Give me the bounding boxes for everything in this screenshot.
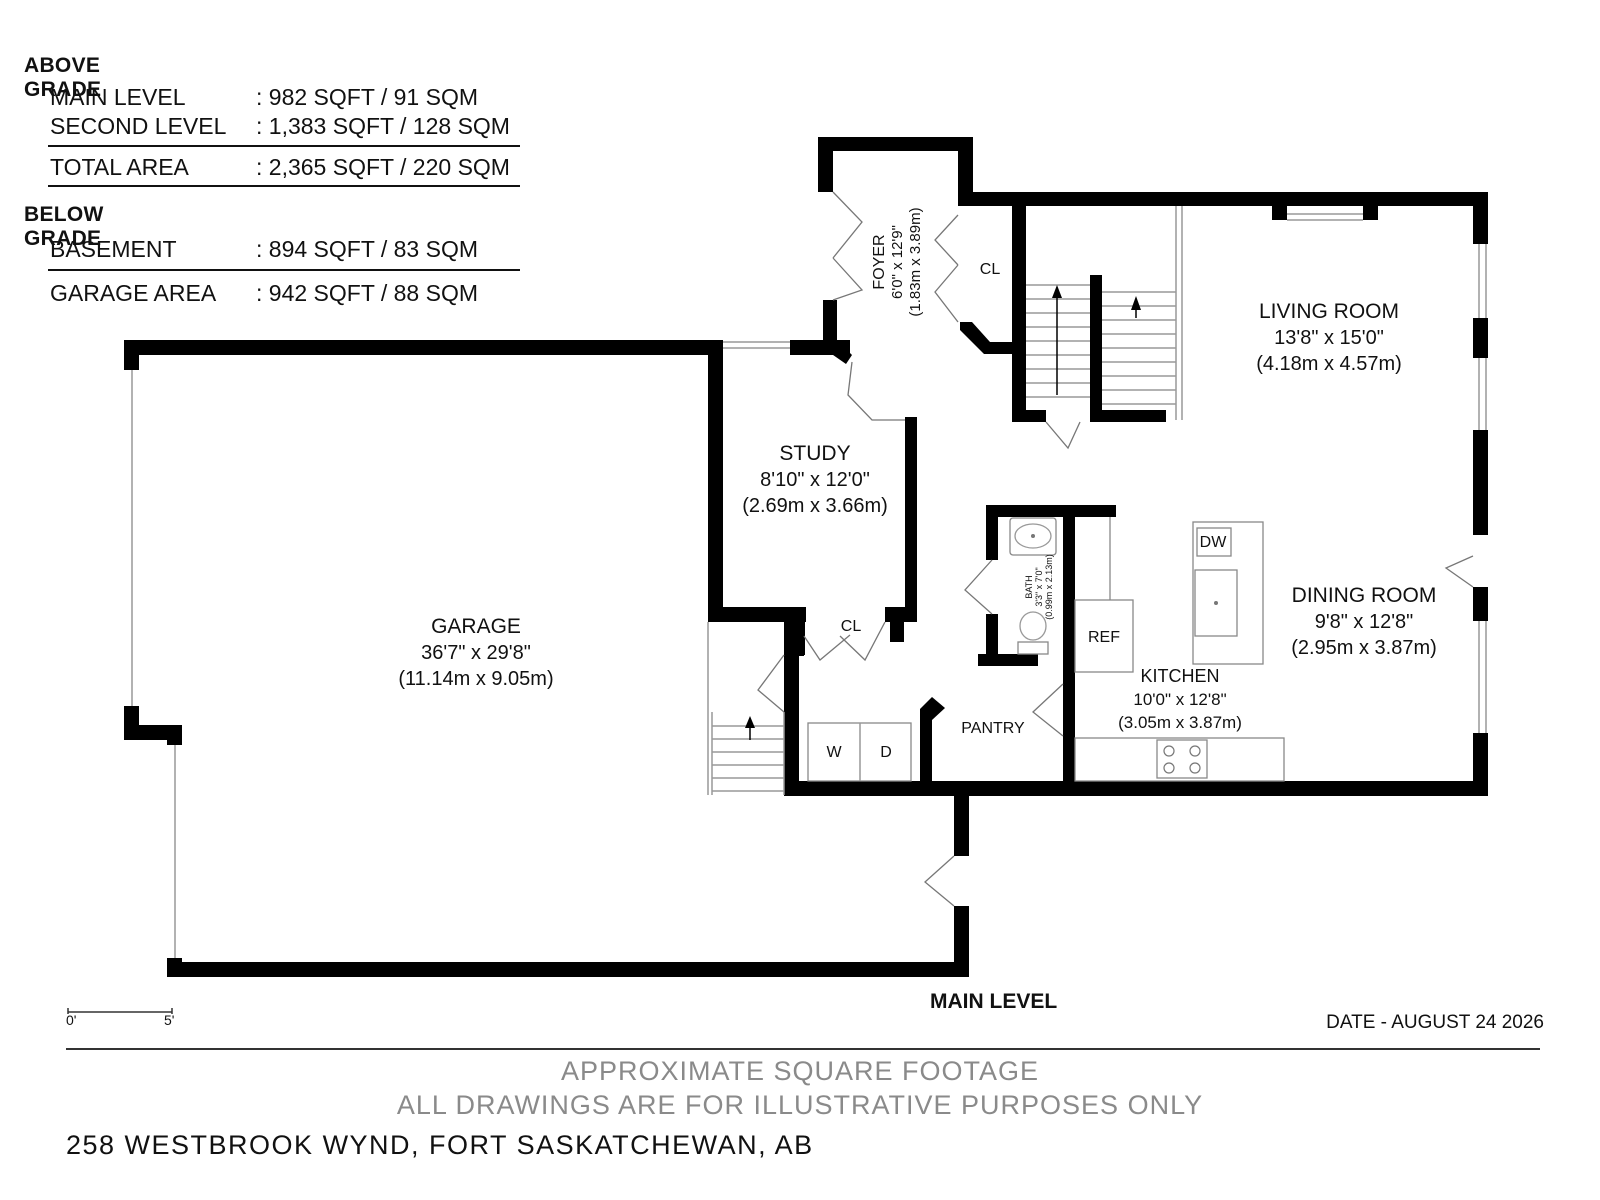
divider — [48, 269, 520, 271]
dining-room-name: DINING ROOM — [1292, 584, 1437, 607]
basement-value: : 894 SQFT / 83 SQM — [256, 236, 478, 262]
refrigerator-label: REF — [1088, 629, 1120, 646]
second-level-value: : 1,383 SQFT / 128 SQM — [256, 113, 510, 139]
bath-dim-m: (0.99m x 2.13m) — [1044, 554, 1054, 620]
property-address: 258 WESTBROOK WYND, FORT SASKATCHEWAN, A… — [66, 1130, 814, 1160]
basement-label: BASEMENT — [50, 236, 177, 262]
divider — [48, 145, 520, 147]
bath-label: BATH 3'3" x 7'0" (0.99m x 2.13m) — [1024, 554, 1054, 620]
garage-stair-arrow — [745, 716, 755, 740]
total-area-label: TOTAL AREA — [50, 154, 189, 180]
foyer-closet-label: CL — [980, 261, 1001, 278]
kitchen-walls — [784, 517, 1285, 796]
pantry-door-icon — [1032, 683, 1064, 737]
study-dim-m: (2.69m x 3.66m) — [742, 495, 888, 517]
above-grade-heading: ABOVE GRADE — [24, 54, 102, 101]
kitchen-name: KITCHEN — [1140, 666, 1219, 686]
footer-divider — [66, 1048, 1540, 1050]
scale-start-label: 0' — [66, 1012, 77, 1028]
kitchen-dim-m: (3.05m x 3.87m) — [1118, 713, 1242, 732]
garage-area-label: GARAGE AREA — [50, 280, 217, 306]
main-level-label: MAIN LEVEL — [50, 84, 186, 110]
bath-dim-ft: 3'3" x 7'0" — [1034, 567, 1044, 606]
exterior-walls — [784, 192, 1488, 796]
bath-door-icon — [964, 559, 993, 615]
dining-room-dim-ft: 9'8" x 12'8" — [1315, 611, 1414, 633]
garage-walls — [124, 340, 969, 977]
second-level-label: SECOND LEVEL — [50, 113, 227, 139]
level-title: MAIN LEVEL — [930, 990, 1058, 1013]
living-room-dim-m: (4.18m x 4.57m) — [1256, 353, 1402, 375]
foyer-dim-ft: 6'0" x 12'9" — [889, 225, 906, 299]
drawing-date: DATE - AUGUST 24 2026 — [1326, 1012, 1544, 1033]
washer-label: W — [826, 744, 842, 761]
disclaimer-line-1: APPROXIMATE SQUARE FOOTAGE — [560, 1056, 1040, 1086]
bath-name: BATH — [1024, 575, 1034, 598]
living-room-name: LIVING ROOM — [1259, 300, 1399, 323]
total-area-value: : 2,365 SQFT / 220 SQM — [256, 154, 510, 180]
stair-treads — [1026, 284, 1176, 405]
garage-area-value: : 942 SQFT / 88 SQM — [256, 280, 478, 306]
scale-end-label: 5' — [164, 1012, 175, 1028]
pantry-label: PANTRY — [961, 720, 1025, 737]
dining-room-dim-m: (2.95m x 3.87m) — [1291, 637, 1437, 659]
foyer-walls — [818, 137, 1488, 354]
stair-landing-marker — [1045, 421, 1081, 450]
dryer-label: D — [880, 744, 892, 761]
below-grade-heading: BELOW GRADE — [24, 203, 104, 250]
study-name: STUDY — [779, 442, 850, 465]
scale-bar — [67, 1008, 173, 1014]
study-dim-ft: 8'10" x 12'0" — [760, 469, 870, 491]
garage-dim-m: (11.14m x 9.05m) — [398, 668, 553, 690]
door-swings — [757, 191, 959, 907]
garage-stair-treads — [711, 712, 784, 795]
stairs-center — [1012, 206, 1183, 422]
foyer-label: FOYER 6'0" x 12'9" (1.83m x 3.89m) — [871, 207, 924, 316]
garage-name: GARAGE — [431, 615, 521, 638]
garage-stairs — [707, 622, 785, 795]
study-closet-label: CL — [841, 618, 862, 635]
stair-arrows — [1052, 285, 1141, 395]
bath-walls — [978, 505, 1116, 677]
living-room-dim-ft: 13'8" x 15'0" — [1274, 327, 1384, 349]
garage-dim-ft: 36'7" x 29'8" — [421, 642, 531, 664]
divider — [48, 185, 520, 187]
disclaimer-line-2: ALL DRAWINGS ARE FOR ILLUSTRATIVE PURPOS… — [396, 1090, 1204, 1120]
kitchen-dim-ft: 10'0" x 12'8" — [1133, 690, 1226, 709]
dishwasher-label: DW — [1200, 534, 1228, 551]
foyer-name: FOYER — [871, 234, 888, 289]
main-level-value: : 982 SQFT / 91 SQM — [256, 84, 478, 110]
dining-door-icon — [1444, 555, 1474, 588]
foyer-dim-m: (1.83m x 3.89m) — [907, 207, 924, 316]
